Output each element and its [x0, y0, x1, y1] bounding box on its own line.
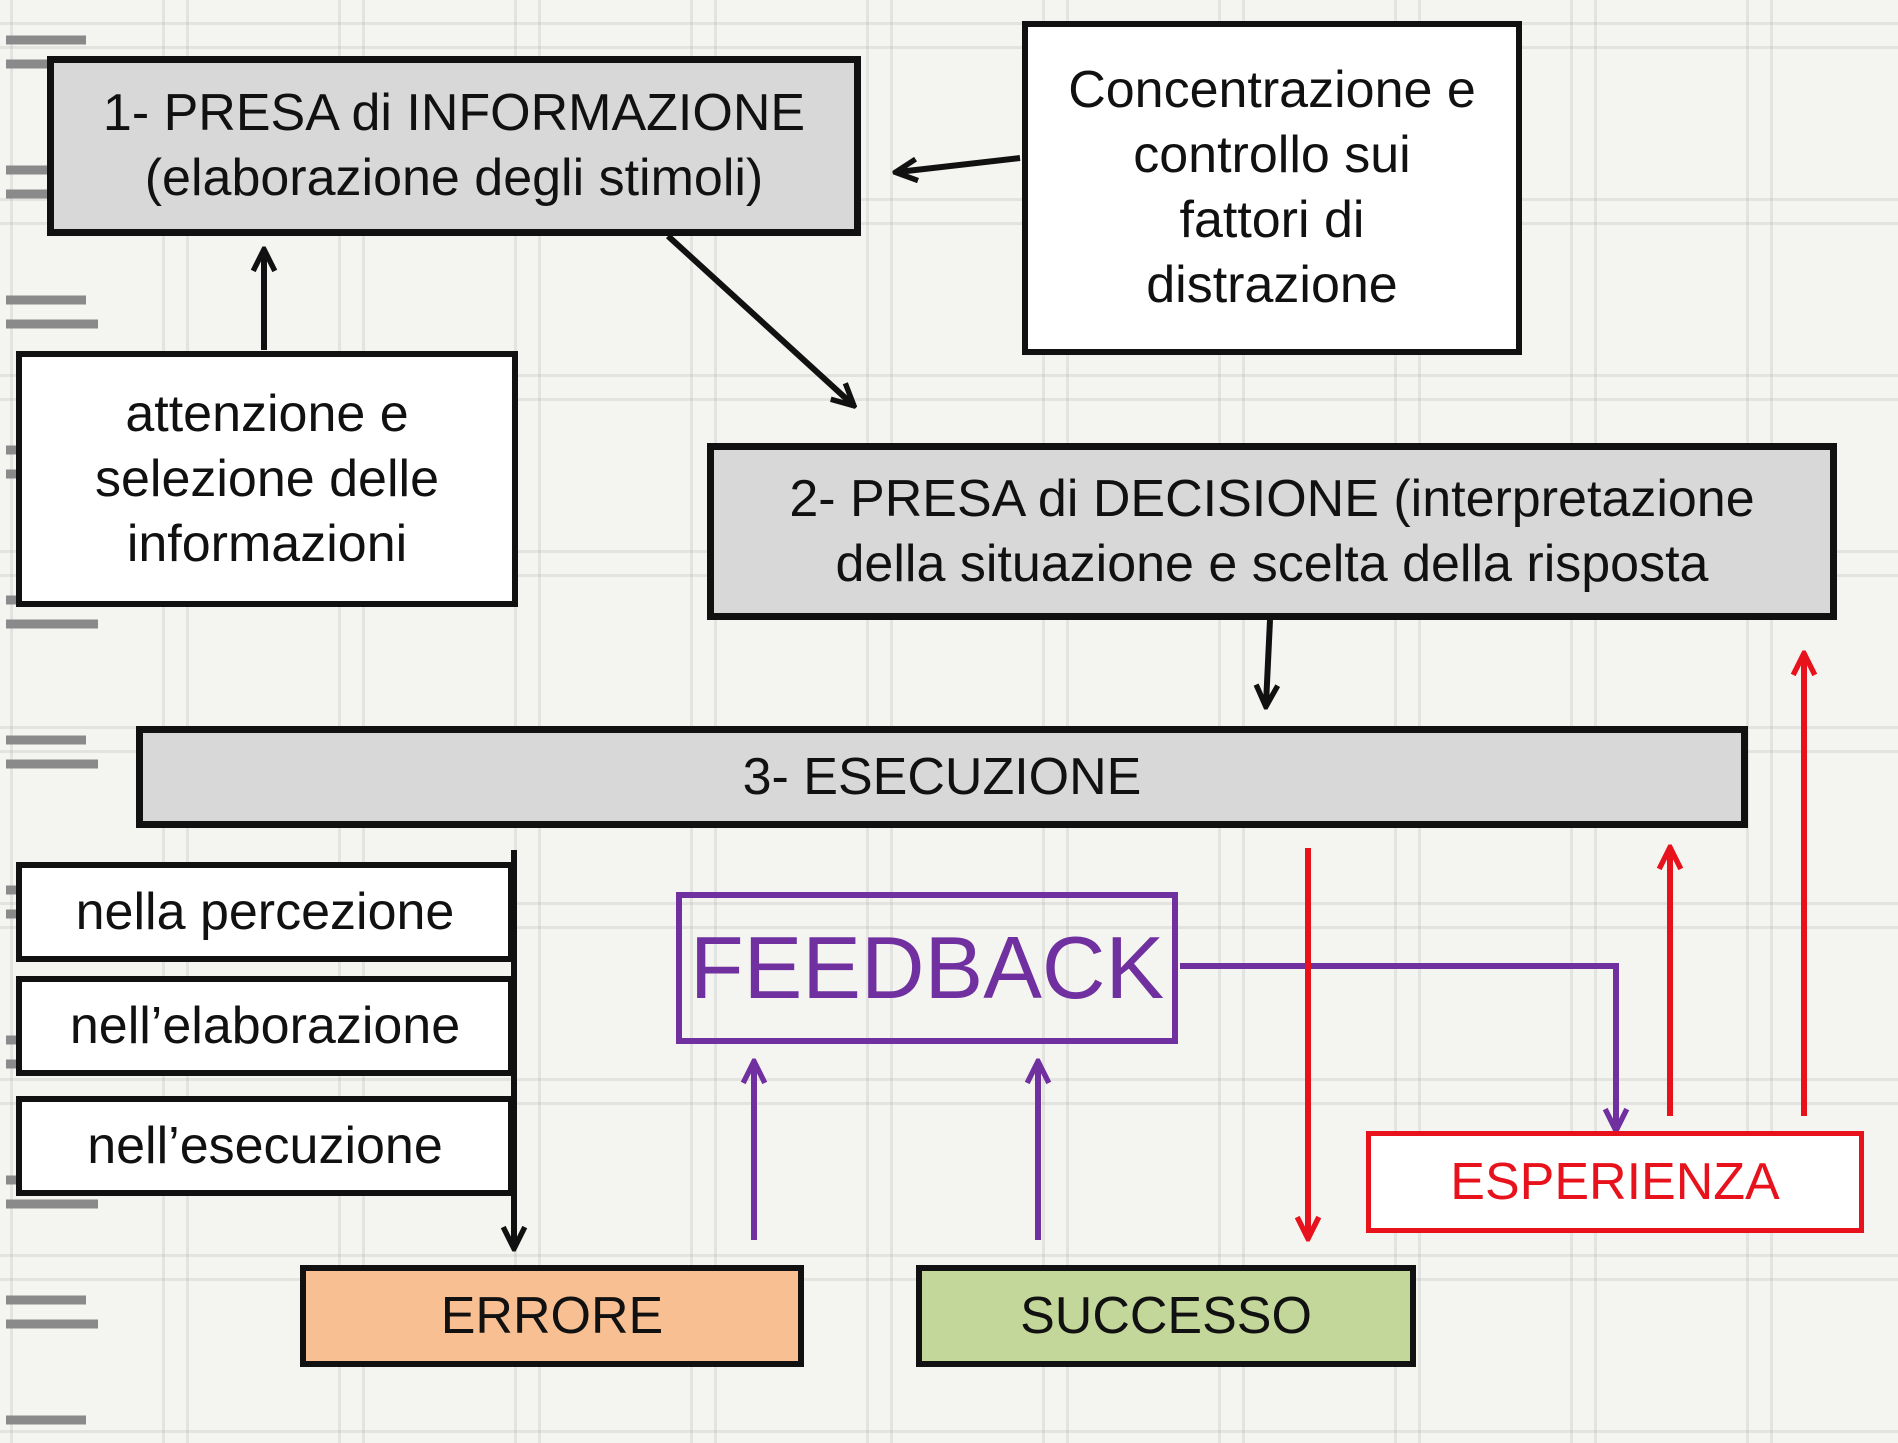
- feedback-label: FEEDBACK: [689, 918, 1165, 1017]
- execution-label: 3- ESECUZIONE: [742, 747, 1142, 806]
- success-box: SUCCESSO: [916, 1265, 1416, 1367]
- arrow-decision-to-execution: [1266, 619, 1270, 704]
- error-label: ERRORE: [440, 1286, 664, 1345]
- info-line-2: (elaborazione degli stimoli): [144, 149, 764, 207]
- error-source-perception: nella percezione: [16, 862, 514, 962]
- feedback-box: FEEDBACK: [676, 892, 1178, 1044]
- error-source-execution: nell’esecuzione: [16, 1096, 514, 1196]
- info-line-1: 1- PRESA di INFORMAZIONE: [102, 84, 806, 142]
- error-source-label: nell’esecuzione: [87, 1116, 443, 1175]
- attention-box: attenzione e selezione delle informazion…: [16, 351, 518, 607]
- step-information-box: 1- PRESA di INFORMAZIONE (elaborazione d…: [47, 56, 861, 236]
- attention-line-2: selezione delle: [94, 449, 440, 508]
- arrow-info-to-decision: [665, 233, 852, 404]
- step-decision-box: 2- PRESA di DECISIONE (interpretazione d…: [707, 443, 1837, 620]
- concentration-line-3: fattori di: [1179, 191, 1365, 249]
- error-box: ERRORE: [300, 1265, 804, 1367]
- attention-line-1: attenzione e: [125, 384, 409, 443]
- error-source-label: nell’elaborazione: [69, 996, 461, 1055]
- error-source-label: nella percezione: [75, 882, 455, 941]
- attention-line-3: informazioni: [126, 514, 408, 573]
- decision-line-1: 2- PRESA di DECISIONE (interpretazione: [789, 469, 1755, 528]
- concentration-box: Concentrazione e controllo sui fattori d…: [1022, 21, 1522, 355]
- success-label: SUCCESSO: [1020, 1286, 1312, 1345]
- error-source-elaboration: nell’elaborazione: [16, 976, 514, 1076]
- arrow-concentration-to-info: [898, 155, 1021, 172]
- arrow-feedback-to-experience: [1180, 963, 1616, 1128]
- step-execution-box: 3- ESECUZIONE: [136, 726, 1748, 828]
- concentration-line-4: distrazione: [1146, 256, 1398, 314]
- experience-box: ESPERIENZA: [1366, 1131, 1864, 1233]
- concentration-line-2: controllo sui: [1133, 126, 1411, 184]
- decision-line-2: della situazione e scelta della risposta: [835, 534, 1709, 593]
- experience-label: ESPERIENZA: [1450, 1152, 1780, 1211]
- concentration-line-1: Concentrazione e: [1068, 61, 1476, 119]
